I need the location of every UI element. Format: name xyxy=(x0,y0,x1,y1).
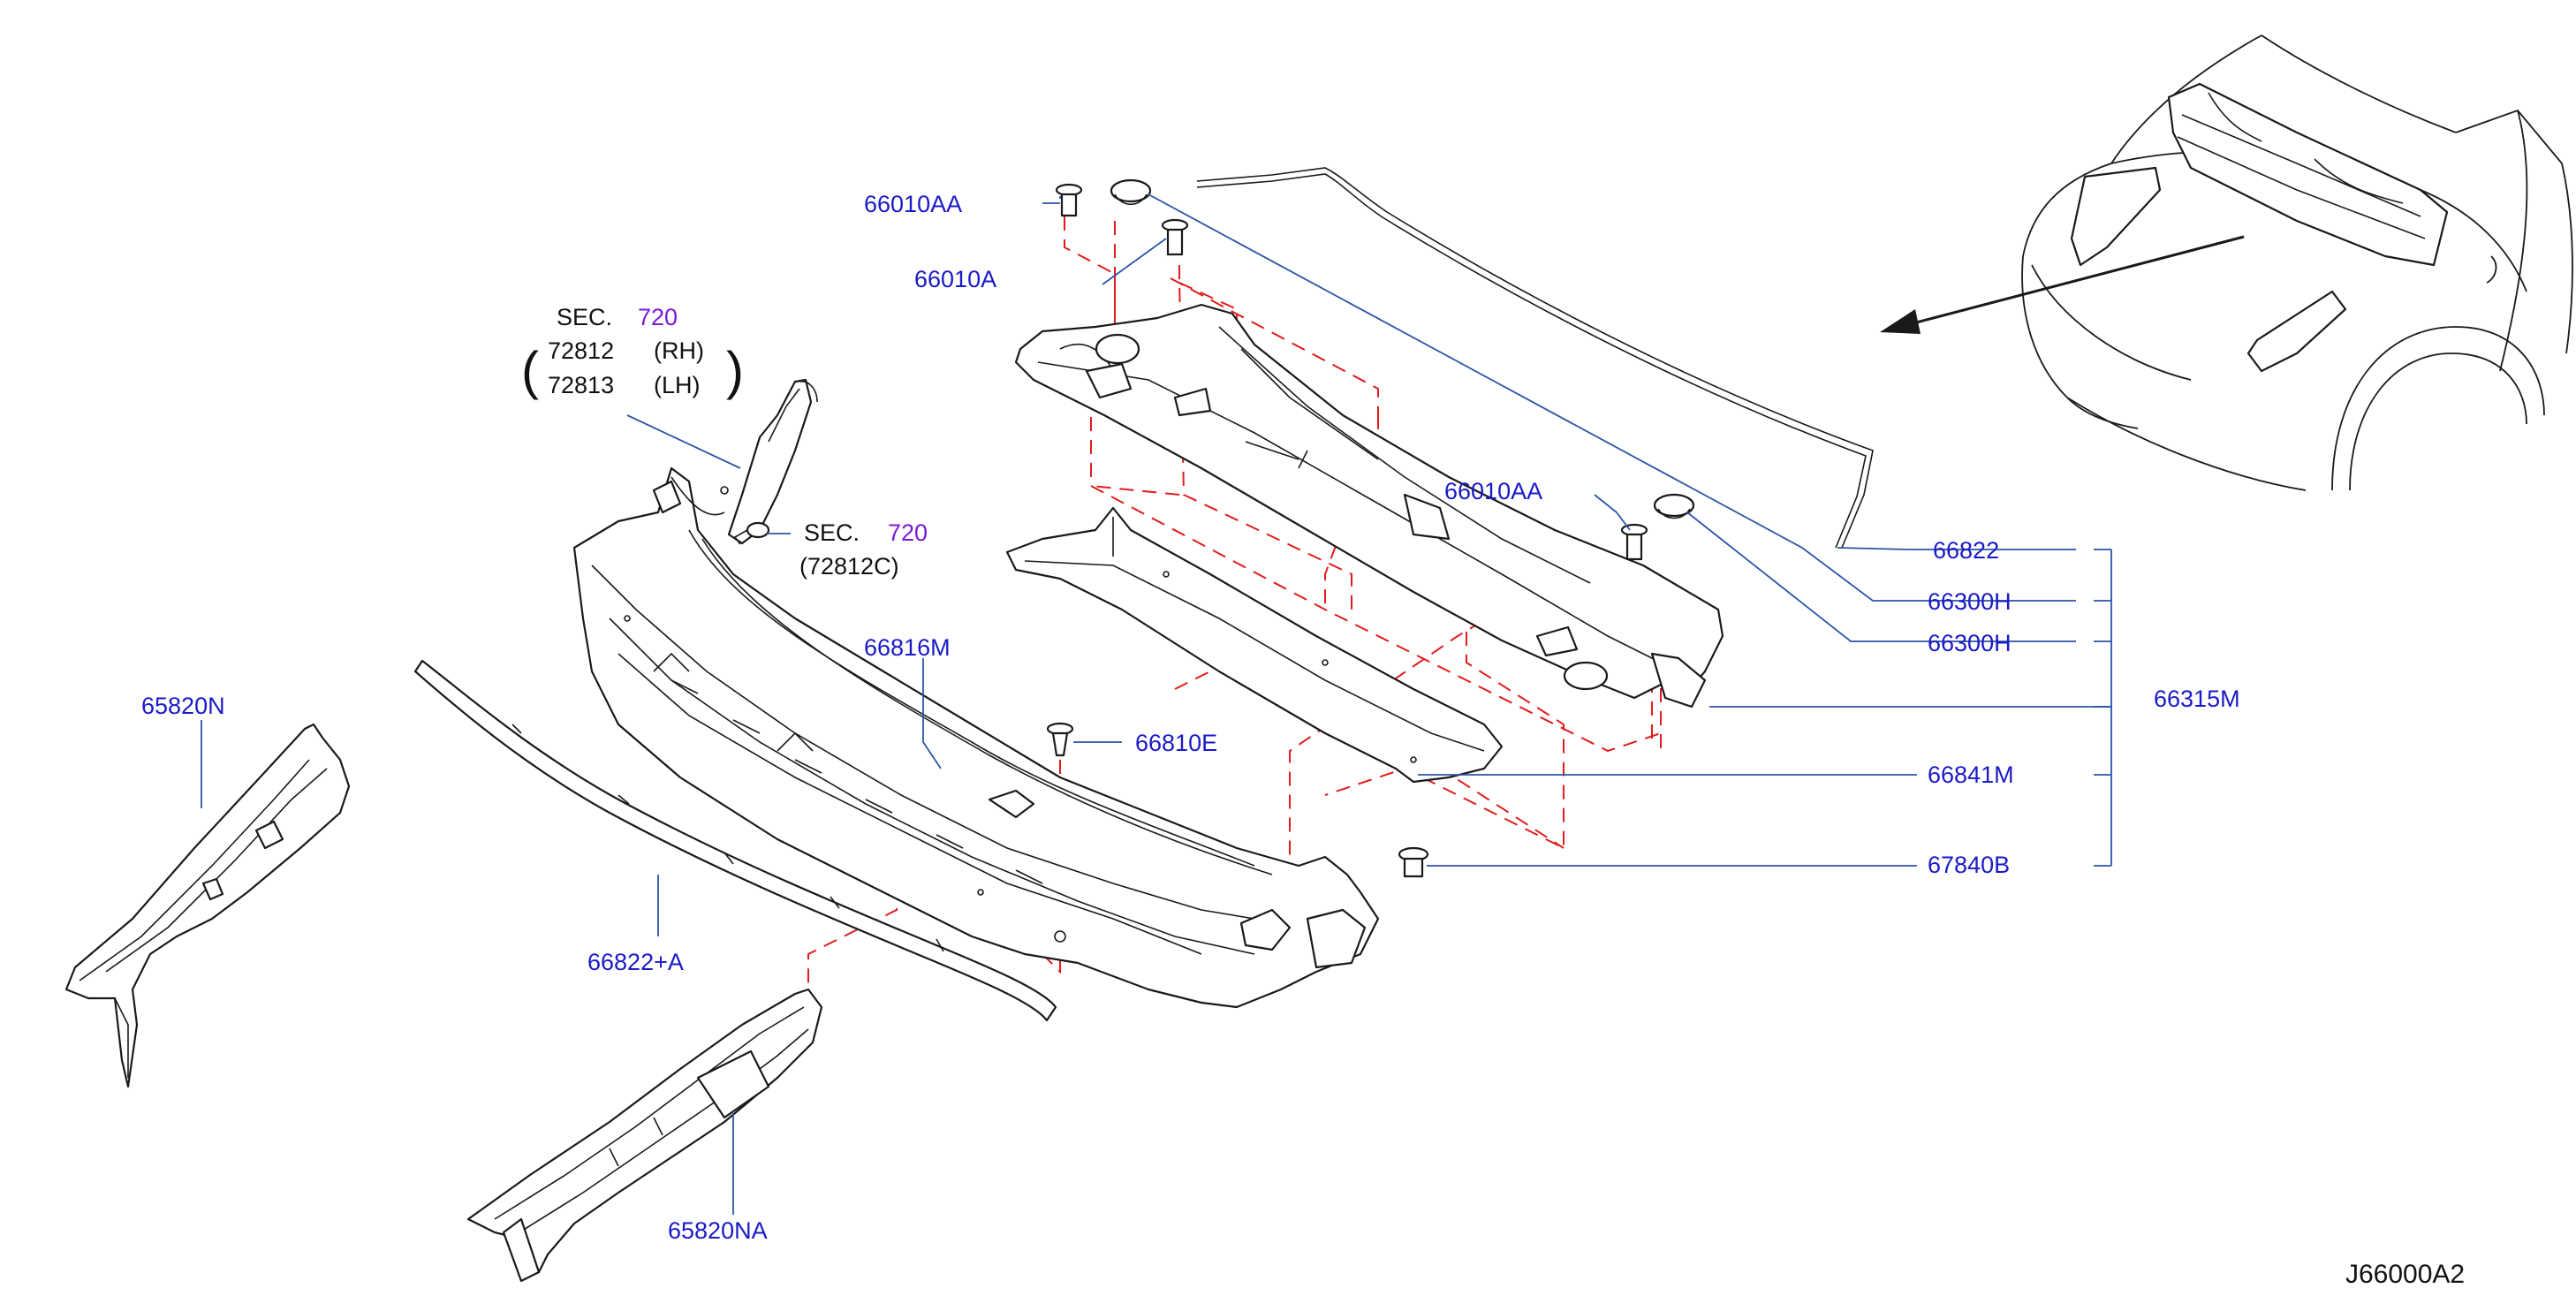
svg-text:): ) xyxy=(726,341,744,400)
svg-text:(: ( xyxy=(521,341,539,400)
label-65820n[interactable]: 65820N xyxy=(141,693,225,719)
nut-67840b-icon xyxy=(1398,846,1429,878)
clip-72812c-icon xyxy=(733,521,770,545)
label-67840b[interactable]: 67840B xyxy=(1928,852,2010,878)
cowl-side-extension-65820n xyxy=(64,723,351,1088)
label-66822[interactable]: 66822 xyxy=(1933,537,1999,564)
sec-number-top[interactable]: 720 xyxy=(638,304,678,330)
section-reference-top: ( ) SEC. 720 72812 (RH) 72813 (LH) xyxy=(521,304,744,400)
label-66010aa-top[interactable]: 66010AA xyxy=(864,191,962,217)
sec-word-mid: SEC. xyxy=(804,519,860,546)
vehicle-locator-illustration xyxy=(1880,34,2573,491)
bolt-66010aa-top-icon xyxy=(1055,183,1083,217)
sec-number-mid[interactable]: 720 xyxy=(888,519,928,546)
leader-lines xyxy=(201,193,2112,1215)
clip-66810e-icon xyxy=(1046,722,1074,757)
cowl-top-assembly-66816m xyxy=(572,466,1380,1009)
label-66810e[interactable]: 66810E xyxy=(1135,730,1217,756)
grommet-66300h-top-icon xyxy=(1110,178,1152,206)
part-number-labels: 66010AA 66010A 66010AA 66822 66300H 6630… xyxy=(141,191,2465,1289)
cowl-top-cover-66315m xyxy=(1014,303,1724,709)
bolt-66010a-icon xyxy=(1161,218,1189,256)
label-66841m[interactable]: 66841M xyxy=(1928,762,2014,788)
cowl-side-extension-65820na xyxy=(466,988,823,1283)
weatherstrip-66822 xyxy=(1196,167,1874,549)
side-lh: (LH) xyxy=(654,372,701,398)
label-66010a[interactable]: 66010A xyxy=(914,266,996,292)
part-rh: 72812 xyxy=(548,337,614,364)
grommet-66300h-right-icon xyxy=(1653,493,1695,519)
label-66300h-b[interactable]: 66300H xyxy=(1928,630,2012,656)
label-66300h-a[interactable]: 66300H xyxy=(1928,588,2012,615)
part-72812c: (72812C) xyxy=(799,553,899,580)
pillar-bracket-72812 xyxy=(720,378,818,545)
label-66816m[interactable]: 66816M xyxy=(864,634,951,661)
hood-seal-66822a xyxy=(413,659,1057,1022)
section-reference-mid: SEC. 720 (72812C) xyxy=(799,519,928,580)
cowl-lower-panel-66841m xyxy=(1005,506,1504,784)
bolt-66010aa-right-icon xyxy=(1620,523,1648,561)
side-rh: (RH) xyxy=(654,337,704,364)
label-66822a[interactable]: 66822+A xyxy=(587,949,684,975)
sec-word-top: SEC. xyxy=(557,304,612,330)
diagram-id: J66000A2 xyxy=(2345,1260,2465,1289)
part-lh: 72813 xyxy=(548,372,614,398)
label-66010aa-right[interactable]: 66010AA xyxy=(1444,478,1542,504)
label-65820na[interactable]: 65820NA xyxy=(668,1217,768,1244)
label-66315m[interactable]: 66315M xyxy=(2154,686,2240,712)
